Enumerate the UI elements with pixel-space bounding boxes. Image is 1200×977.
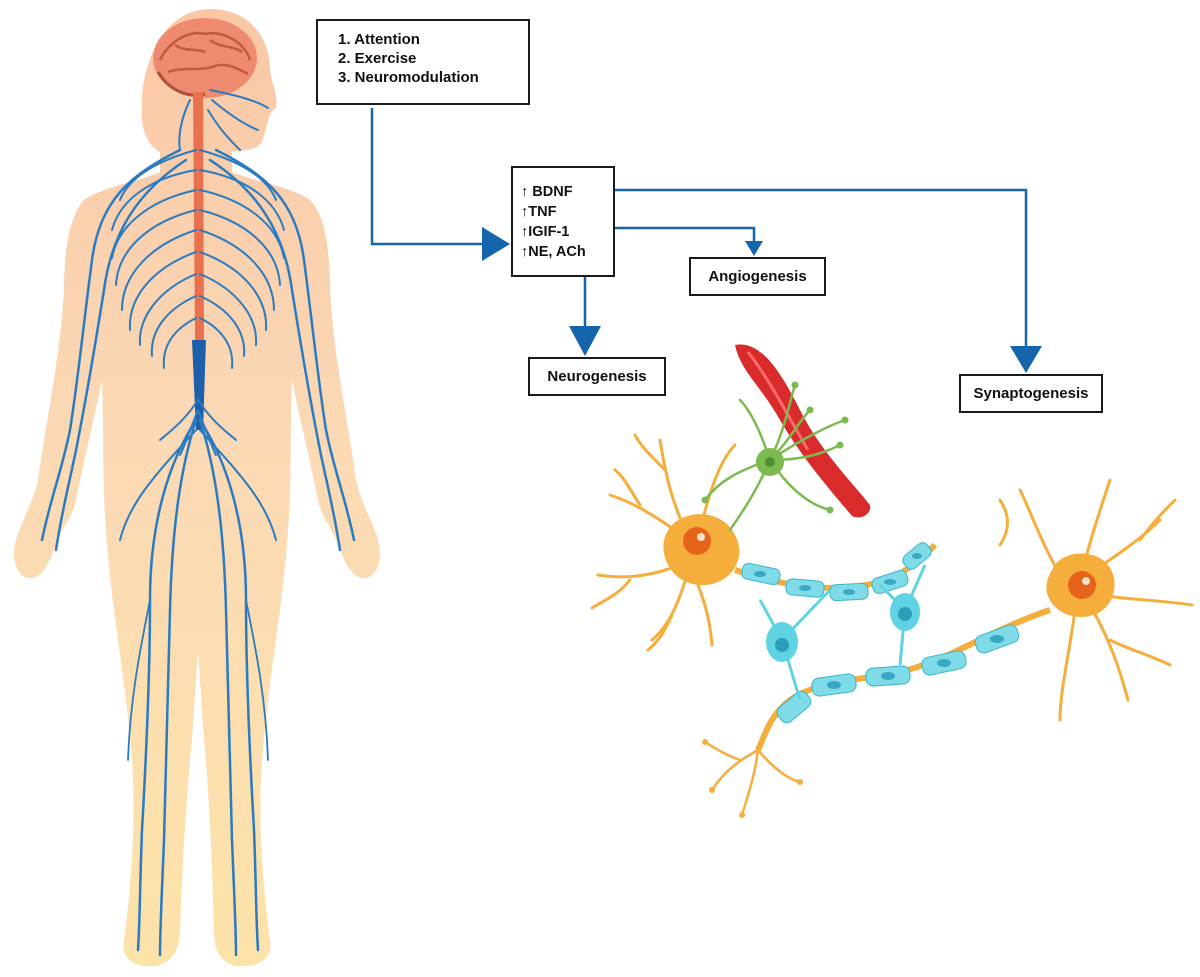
human-body-figure (13, 9, 381, 967)
flow-arrows (370, 108, 1042, 373)
astrocyte-endfeet (701, 381, 849, 514)
intervention-item: 3. Neuromodulation (338, 69, 479, 86)
nerve-network (40, 89, 356, 957)
arrowhead-into-factors (482, 227, 510, 261)
synaptogenesis-box: Synaptogenesis (959, 374, 1103, 413)
terminal-buttons (702, 739, 803, 818)
factor-item: ↑ BDNF (521, 184, 573, 200)
factor-item: ↑TNF (521, 204, 557, 220)
blood-vessel (735, 344, 871, 518)
factor-item: ↑IGIF-1 (521, 224, 570, 240)
intervention-item: 2. Exercise (338, 50, 417, 67)
spinal-cord (193, 92, 204, 340)
arrow-interventions-to-factors (370, 108, 484, 246)
neural-cells-illustration (590, 344, 1194, 818)
myelin-sheath-bottom (776, 624, 1020, 724)
arrow-factors-to-angiogenesis (615, 226, 756, 243)
interventions-box: 1. Attention 2. Exercise 3. Neuromodulat… (316, 19, 530, 105)
arrow-factors-to-synaptogenesis (615, 188, 1028, 348)
brain-illustration (153, 18, 257, 98)
body-silhouette (13, 9, 381, 967)
arrowhead-angiogenesis (745, 241, 763, 256)
arrowhead-neurogenesis (569, 326, 601, 356)
axon-terminals (703, 740, 802, 817)
oligodendrocytes (758, 564, 927, 701)
factor-item: ↑NE, ACh (521, 244, 586, 260)
angiogenesis-box: Angiogenesis (689, 257, 826, 296)
myelin-nuclei-bottom (827, 635, 1004, 689)
left-neuron-nucleus (683, 527, 711, 555)
myelin-nuclei-top (754, 553, 922, 595)
arrowhead-synaptogenesis (1010, 346, 1042, 373)
neurogenesis-box: Neurogenesis (528, 357, 666, 396)
intervention-item: 1. Attention (338, 31, 420, 48)
factors-box: ↑ BDNF ↑TNF ↑IGIF-1 ↑NE, ACh (511, 166, 615, 277)
right-neuron-nucleus (1068, 571, 1096, 599)
